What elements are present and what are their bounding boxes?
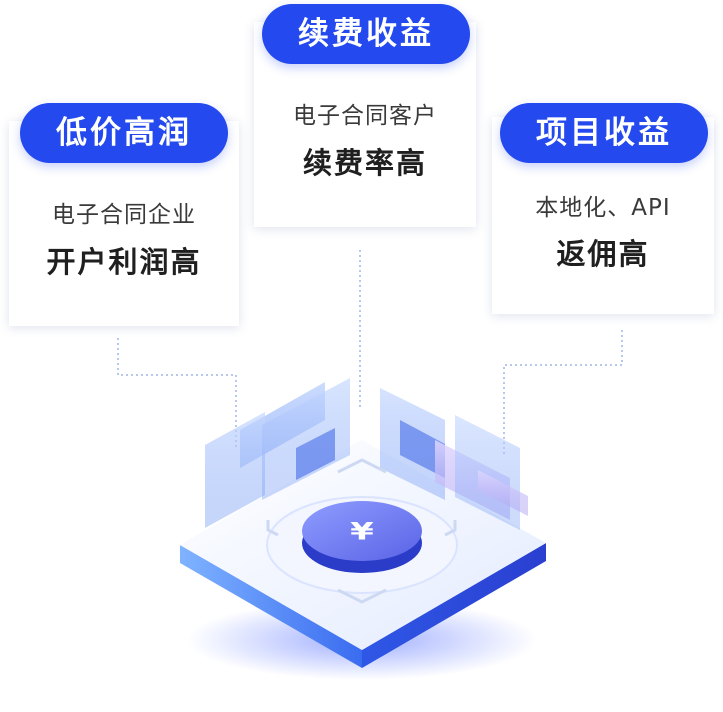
coin-top	[302, 501, 422, 561]
platform-right-edge	[362, 543, 546, 668]
corner-brackets	[266, 458, 457, 604]
pill-project: 项目收益	[500, 103, 708, 163]
card-line2: 开户利润高	[46, 245, 202, 279]
card-line1: 本地化、API	[535, 195, 671, 221]
card-line1: 电子合同企业	[52, 202, 196, 228]
pill-low-price: 低价高润	[20, 103, 228, 163]
data-panels	[205, 378, 528, 530]
pill-renewal: 续费收益	[262, 4, 470, 64]
platform-left-edge	[180, 545, 362, 668]
connector-lines	[117, 250, 623, 455]
card-line2: 返佣高	[556, 237, 650, 271]
card-line1: 电子合同客户	[293, 103, 437, 129]
currency-symbol: ¥	[350, 518, 374, 546]
card-line2: 续费率高	[302, 146, 427, 180]
